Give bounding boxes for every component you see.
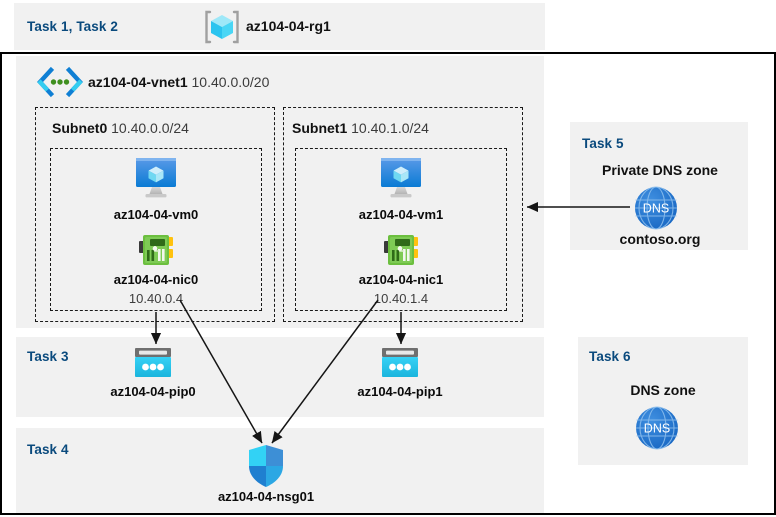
subnet0-boundary <box>35 107 275 322</box>
vnet-title: az104-04-vnet1 10.40.0.0/20 <box>88 74 269 90</box>
subnet0-nic-private-ip: 10.40.0.4 <box>128 291 184 306</box>
private-dns-zone-icon-text: DNS <box>643 202 669 216</box>
outer-frame-bottom-rule <box>0 513 776 515</box>
network-security-group-icon <box>246 444 286 488</box>
subnet1-inner-boundary <box>295 148 507 311</box>
task6-label: Task 6 <box>589 349 631 364</box>
resource-group-icon <box>203 8 241 46</box>
subnet1-nic-private-ip: 10.40.1.4 <box>373 291 429 306</box>
task1-task2-header-panel <box>14 3 545 50</box>
subnet0-vm-name: az104-04-vm0 <box>113 207 199 222</box>
subnet0-nic-name: az104-04-nic0 <box>113 272 199 287</box>
dns-zone-icon: DNS <box>635 406 679 450</box>
subnet1-boundary <box>283 107 523 322</box>
task4-label: Task 4 <box>27 442 69 457</box>
task3-label: Task 3 <box>27 349 69 364</box>
subnet1-vm-name: az104-04-vm1 <box>358 207 444 222</box>
outer-frame-left-rule <box>0 52 2 515</box>
task5-zone-title: Private DNS zone <box>602 162 718 178</box>
subnet1-address-prefix: 10.40.1.0/24 <box>351 120 429 136</box>
subnet1-name: Subnet1 <box>292 120 348 136</box>
virtual-network-icon <box>35 66 85 98</box>
subnet0-address-prefix: 10.40.0.0/24 <box>111 120 189 136</box>
subnet0-inner-boundary <box>50 148 262 311</box>
subnet1-virtual-machine-icon <box>378 156 424 200</box>
vnet-name: az104-04-vnet1 <box>88 74 188 90</box>
task3-panel <box>16 337 544 417</box>
subnet0-name: Subnet0 <box>52 120 108 136</box>
pip1-public-ip-address-icon <box>381 347 419 379</box>
nsg-name: az104-04-nsg01 <box>217 489 315 504</box>
vnet-panel <box>16 56 544 328</box>
outer-frame-right-rule <box>774 52 776 515</box>
subnet0-title: Subnet0 10.40.0.0/24 <box>52 120 189 136</box>
subnet0-virtual-machine-icon <box>133 156 179 200</box>
task5-zone-name: contoso.org <box>619 231 701 247</box>
subnet1-nic-name: az104-04-nic1 <box>358 272 444 287</box>
subnet0-network-interface-icon <box>138 232 174 268</box>
task5-label: Task 5 <box>582 136 624 151</box>
pip0-name: az104-04-pip0 <box>110 384 196 399</box>
vnet-address-space: 10.40.0.0/20 <box>191 74 270 90</box>
resource-group-name-text: az104-04-rg1 <box>246 18 331 34</box>
pip0-public-ip-address-icon <box>134 347 172 379</box>
private-dns-zone-icon: DNS <box>634 186 678 230</box>
task6-zone-title: DNS zone <box>630 382 696 398</box>
resource-group-name: az104-04-rg1 <box>246 18 331 34</box>
task1-task2-label: Task 1, Task 2 <box>27 19 118 34</box>
header-divider-rule <box>0 52 776 54</box>
dns-zone-icon-text: DNS <box>644 422 670 436</box>
subnet1-network-interface-icon <box>383 232 419 268</box>
pip1-name: az104-04-pip1 <box>357 384 443 399</box>
subnet1-title: Subnet1 10.40.1.0/24 <box>292 120 429 136</box>
